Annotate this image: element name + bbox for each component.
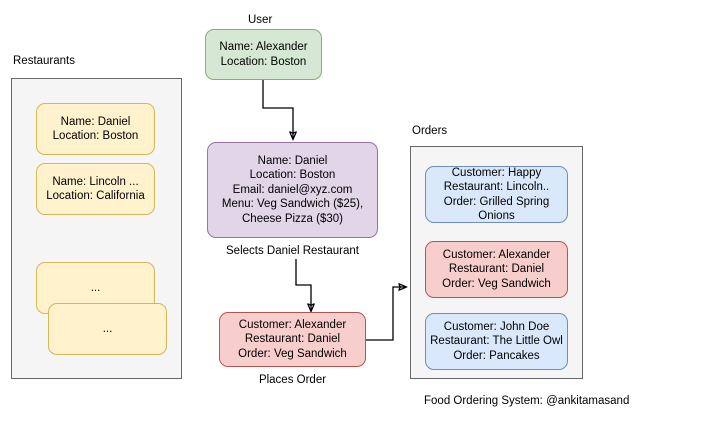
selects-restaurant-label: Selects Daniel Restaurant — [226, 245, 359, 257]
footer-credit: Food Ordering System: @ankitamasand — [424, 395, 630, 407]
places-order-label: Places Order — [258, 374, 327, 386]
order-card[interactable]: Customer: Happy Restaurant: Lincoln.. Or… — [425, 166, 568, 223]
orders-group-title: Orders — [412, 125, 448, 137]
restaurant-card[interactable]: Name: Lincoln ... Location: California — [36, 163, 155, 215]
edge-user-to-restaurant — [262, 80, 293, 139]
order-card[interactable]: Customer: Alexander Restaurant: Daniel O… — [425, 241, 568, 298]
edge-restaurant-to-order — [295, 259, 311, 311]
edge-order-to-orders-group — [366, 287, 406, 341]
order-node[interactable]: Customer: Alexander Restaurant: Daniel O… — [219, 312, 366, 367]
restaurants-group-title: Restaurants — [13, 55, 76, 67]
order-card[interactable]: Customer: John Doe Restaurant: The Littl… — [425, 313, 568, 370]
restaurant-card[interactable]: ... — [48, 303, 167, 355]
user-node[interactable]: Name: Alexander Location: Boston — [205, 29, 322, 80]
user-title: User — [248, 14, 273, 26]
restaurant-card[interactable]: Name: Daniel Location: Boston — [36, 103, 155, 155]
restaurant-detail-node[interactable]: Name: Daniel Location: Boston Email: dan… — [207, 142, 378, 238]
